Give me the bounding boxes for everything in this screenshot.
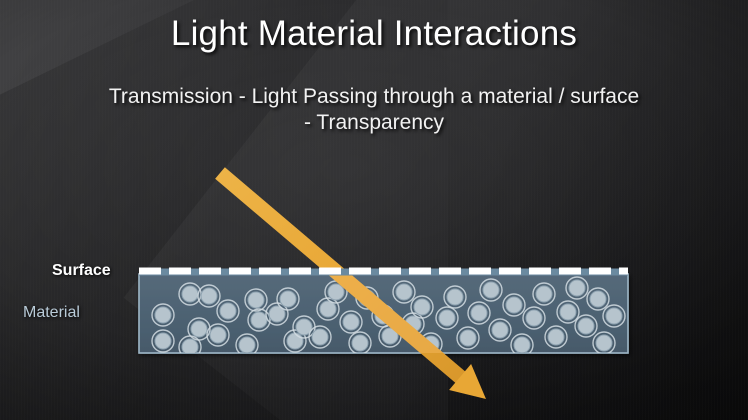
material-particle (586, 287, 610, 311)
material-particle (488, 318, 512, 342)
material-particle (602, 304, 626, 328)
material-particle (151, 303, 175, 327)
material-particle (308, 325, 332, 349)
material-particle (339, 310, 363, 334)
material-particle (348, 331, 372, 353)
material-particle (479, 278, 503, 302)
material-particle (502, 293, 526, 317)
material-particle (522, 306, 546, 330)
material-particle (544, 325, 568, 349)
slide-subtitle: Transmission - Light Passing through a m… (0, 84, 748, 136)
material-particle (443, 285, 467, 309)
light-ray-inside-material (327, 274, 444, 353)
material-particle (187, 317, 211, 341)
material-particle (467, 301, 491, 325)
material-particle (410, 295, 434, 319)
material-particle (392, 280, 416, 304)
material-particle (265, 302, 289, 326)
subtitle-line-2: - Transparency (303, 111, 445, 134)
material-particle (556, 300, 580, 324)
material-particle (565, 276, 589, 300)
material-particle (316, 297, 340, 321)
material-particle (510, 333, 534, 353)
material-particle (292, 315, 316, 339)
material-particle (197, 284, 221, 308)
material-particle (532, 282, 556, 306)
material-particle (435, 306, 459, 330)
subtitle-line-1: Transmission - Light Passing through a m… (108, 85, 640, 108)
slide-title: Light Material Interactions (170, 14, 578, 53)
material-particle (456, 326, 480, 350)
material-particle (235, 333, 259, 353)
material-particle (592, 331, 616, 353)
surface-dashed-line (139, 267, 628, 276)
material-particle (574, 314, 598, 338)
material-particle (216, 299, 240, 323)
material-particle (151, 329, 175, 353)
material-particle (206, 323, 230, 347)
material-particle (276, 287, 300, 311)
label-material: Material (23, 304, 80, 321)
label-surface: Surface (52, 262, 111, 279)
material-particle (244, 288, 268, 312)
material-particle (324, 280, 348, 304)
light-ray-arrowhead (449, 364, 486, 399)
